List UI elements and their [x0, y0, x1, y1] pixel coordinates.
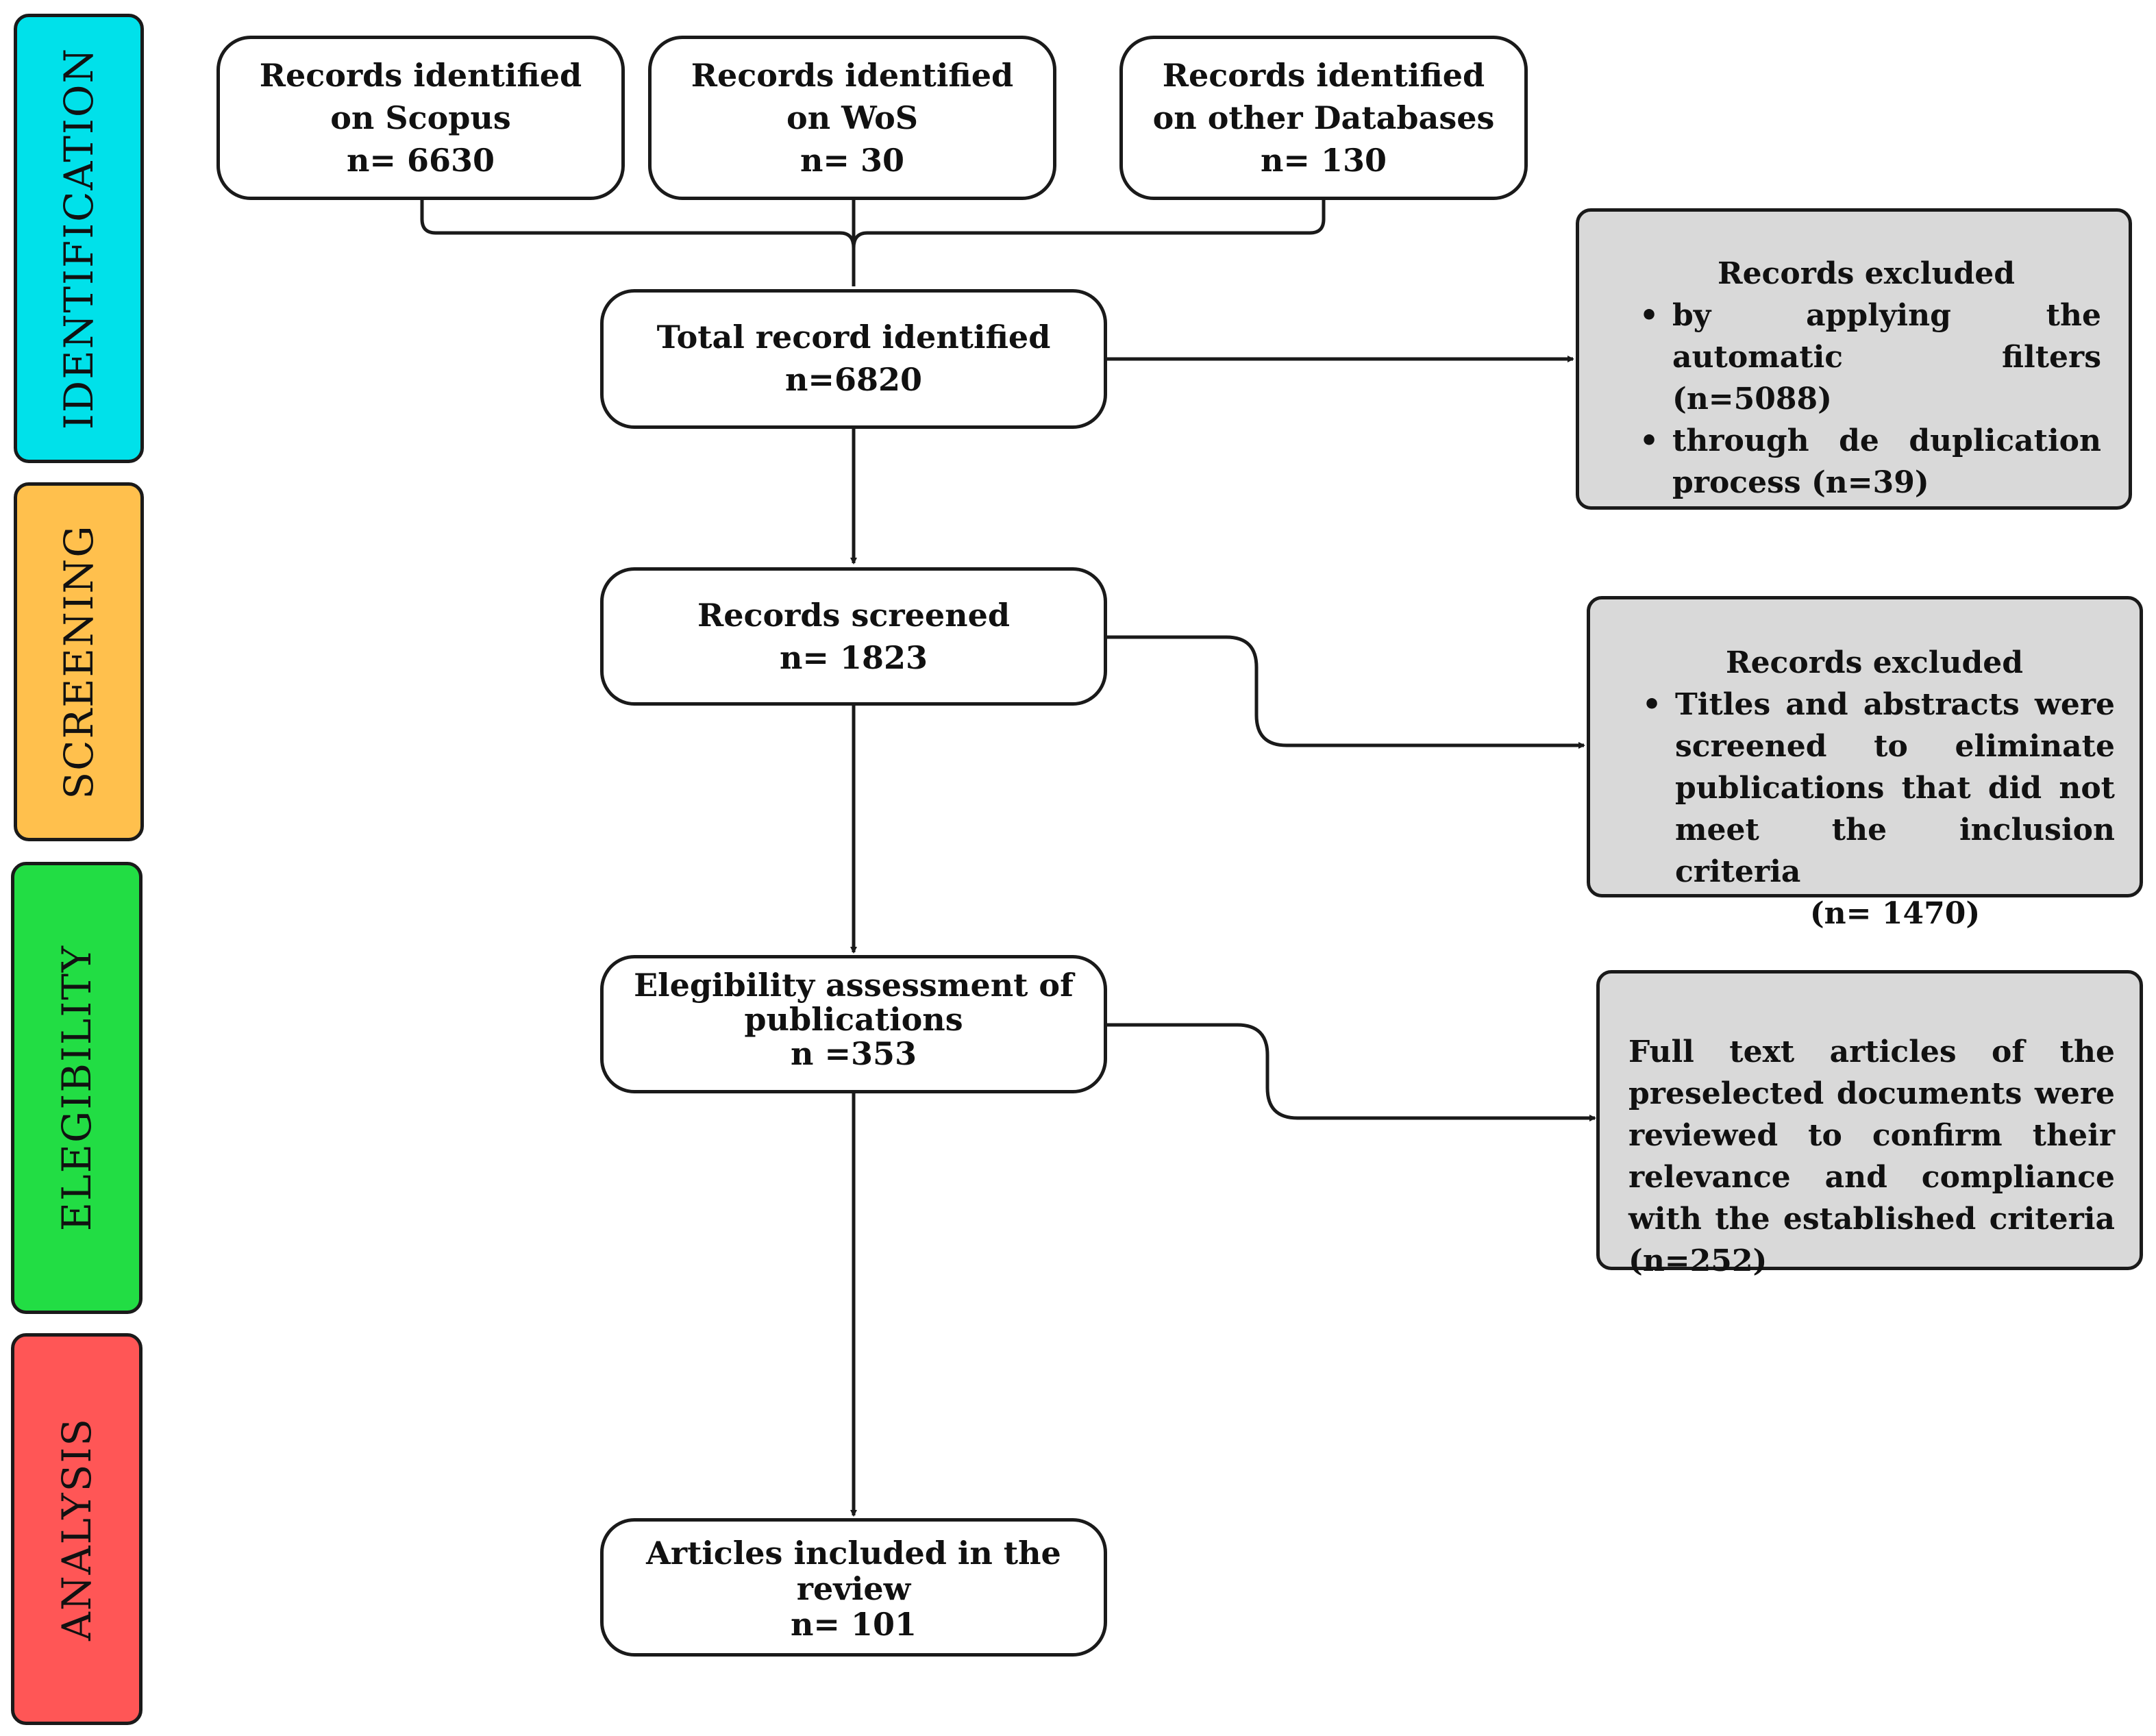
eligibility-assessment-count: n =353	[790, 1035, 917, 1072]
source-wos-subtitle: on WoS	[786, 99, 918, 136]
excluded-identification-title: Records excluded	[1718, 256, 2015, 291]
source-scopus-count: n= 6630	[346, 142, 495, 179]
records-screened-box: Records screened n= 1823	[600, 567, 1107, 706]
phase-screening: SCREENING	[14, 482, 144, 841]
excluded-screening-title: Records excluded	[1726, 645, 2023, 680]
total-identified-box: Total record identified n=6820	[600, 289, 1107, 429]
excluded-screening-box: Records excluded Titles and abstracts we…	[1587, 596, 2143, 931]
records-screened-count: n= 1823	[779, 639, 928, 676]
eligibility-assessment-subtitle: publications	[744, 1001, 963, 1038]
phase-analysis: ANALYSIS	[11, 1333, 143, 1725]
total-identified-count: n=6820	[784, 361, 922, 398]
phase-eligibility: ELEGIBILITY	[11, 862, 143, 1314]
arrow-screened-excluded	[1106, 635, 1585, 749]
eligibility-assessment-box: Elegibility assessment of publications n…	[600, 955, 1107, 1093]
arrow-eligibility-excluded	[1106, 1023, 1596, 1121]
source-scopus-subtitle: on Scopus	[330, 99, 511, 136]
source-other-count: n= 130	[1260, 142, 1387, 179]
source-other-title: Records identified	[1162, 57, 1485, 94]
excluded-screening-item-titles: Titles and abstracts were screened to el…	[1642, 684, 2115, 893]
phase-identification: IDENTIFICATION	[14, 14, 144, 463]
articles-included-title: Articles included in the	[646, 1535, 1061, 1572]
connector-scopus	[420, 200, 856, 286]
source-other-box: Records identified on other Databases n=…	[1119, 36, 1528, 200]
excluded-screening-count: (n= 1470)	[1809, 896, 1981, 931]
excluded-identification-item-filters: by applying the automatic filters (n=508…	[1639, 295, 2101, 420]
excluded-eligibility-text: Full text articles of the preselected do…	[1628, 1034, 2115, 1278]
source-scopus-title: Records identified	[259, 57, 582, 94]
articles-included-box: Articles included in the review n= 101	[600, 1518, 1107, 1657]
connector-other	[852, 200, 1326, 249]
source-other-subtitle: on other Databases	[1152, 99, 1495, 136]
source-wos-title: Records identified	[691, 57, 1014, 94]
articles-included-count: n= 101	[790, 1606, 917, 1643]
excluded-eligibility-box: Full text articles of the preselected do…	[1596, 970, 2143, 1278]
total-identified-title: Total record identified	[656, 319, 1051, 356]
excluded-identification-box: Records excluded by applying the automat…	[1576, 208, 2132, 510]
excluded-identification-item-duplicates: through de duplication process (n=39)	[1639, 420, 2101, 504]
source-wos-count: n= 30	[800, 142, 904, 179]
eligibility-assessment-title: Elegibility assessment of	[634, 967, 1074, 1004]
source-wos-box: Records identified on WoS n= 30	[648, 36, 1056, 200]
articles-included-subtitle: review	[796, 1570, 911, 1607]
records-screened-title: Records screened	[697, 597, 1011, 634]
source-scopus-box: Records identified on Scopus n= 6630	[216, 36, 625, 200]
